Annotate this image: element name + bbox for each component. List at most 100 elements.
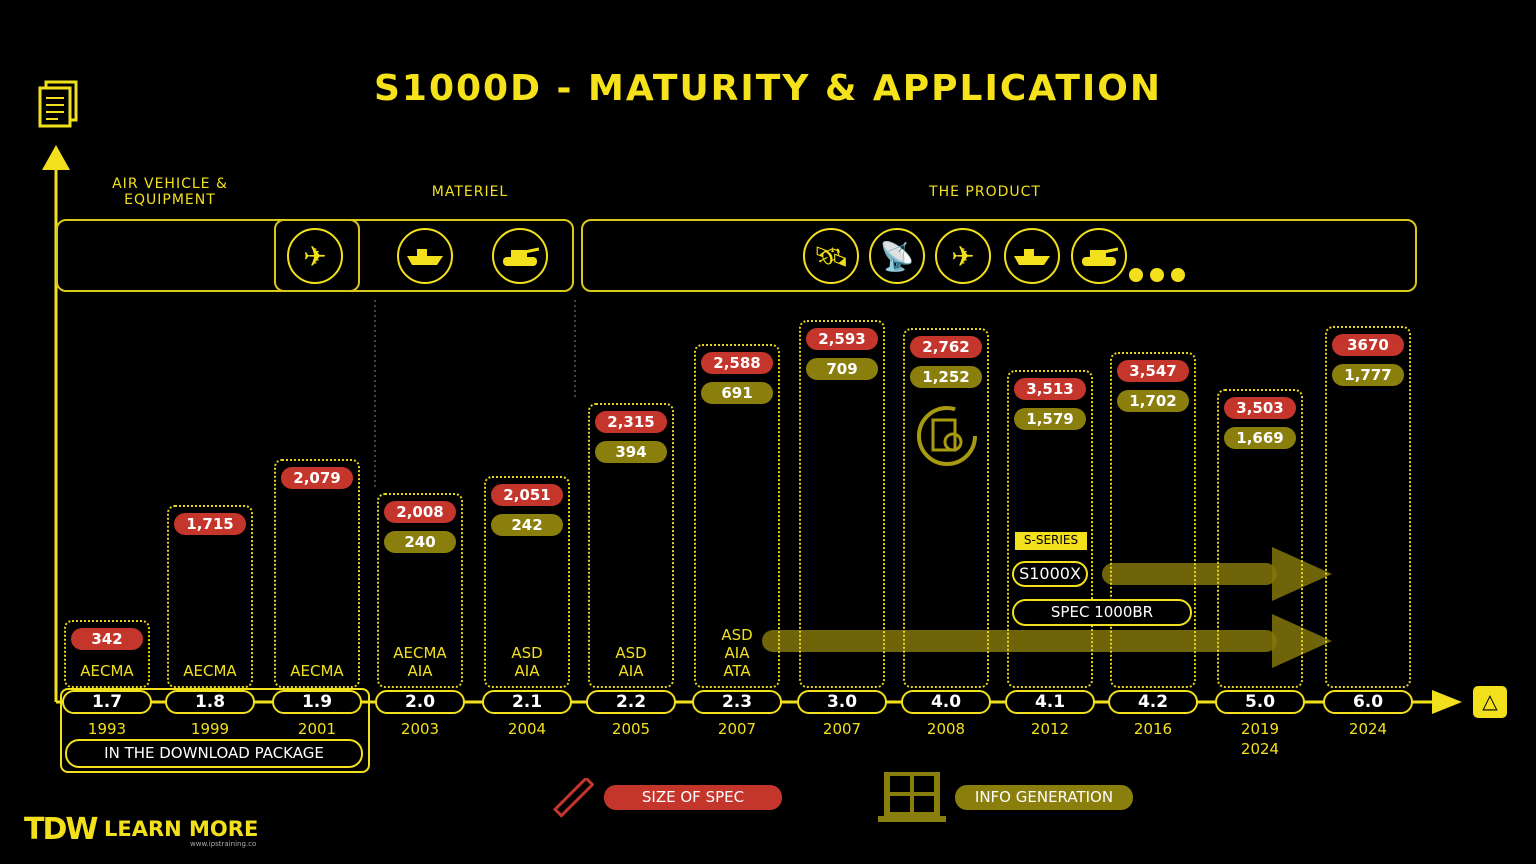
info-generation-badge: 1,669	[1224, 427, 1296, 449]
organization-label: ASD AIA	[511, 644, 543, 680]
ellipsis-icon	[1129, 268, 1185, 282]
website-url: www.ipstraining.co	[190, 840, 257, 848]
version-year: 2005	[611, 720, 651, 738]
version-pill[interactable]: 5.0	[1215, 690, 1305, 714]
spec-size-badge: 2,588	[701, 352, 773, 374]
info-generation-badge: 1,702	[1117, 390, 1189, 412]
content-generation-icon	[878, 772, 946, 822]
version-pill[interactable]: 4.0	[901, 690, 991, 714]
organization-label: AECMA	[80, 662, 134, 680]
s-series-logo: S-SERIES	[1015, 532, 1087, 550]
spec-size-badge: 2,008	[384, 501, 456, 523]
ruler-icon	[552, 778, 594, 818]
version-year: 2016	[1133, 720, 1173, 738]
info-generation-badge: 709	[806, 358, 878, 380]
category-materiel: MATERIEL	[431, 184, 509, 200]
version-pill[interactable]: 2.1	[482, 690, 572, 714]
info-generation-badge: 1,579	[1014, 408, 1086, 430]
organization-label: ASD AIA ATA	[721, 626, 753, 680]
legend-info-generation: INFO GENERATION	[955, 785, 1133, 810]
version-pill[interactable]: 1.8	[165, 690, 255, 714]
spec-size-badge: 3,513	[1014, 378, 1086, 400]
category-product: THE PRODUCT	[929, 184, 1041, 200]
version-year: 2019 2024	[1240, 720, 1280, 758]
info-generation-badge: 691	[701, 382, 773, 404]
version-column: 2,593 709	[799, 320, 885, 688]
airplane-icon: ✈	[935, 228, 991, 284]
learn-more-link[interactable]: LEARN MORE	[104, 817, 259, 841]
y-axis-arrow-icon	[42, 145, 70, 170]
document-review-icon	[917, 406, 977, 466]
spec-size-badge: 342	[71, 628, 143, 650]
spec-size-badge: 3,547	[1117, 360, 1189, 382]
organization-label: AECMA	[183, 662, 237, 680]
version-year: 1993	[87, 720, 127, 738]
ship-icon	[397, 228, 453, 284]
download-package-group	[60, 688, 370, 773]
delta-icon: △	[1473, 686, 1507, 718]
version-year: 2001	[297, 720, 337, 738]
version-pill[interactable]: 2.2	[586, 690, 676, 714]
version-year: 2003	[400, 720, 440, 738]
spec-size-badge: 2,079	[281, 467, 353, 489]
version-column: 3,547 1,702	[1110, 352, 1196, 688]
version-year: 1999	[190, 720, 230, 738]
spec-size-badge: 1,715	[174, 513, 246, 535]
organization-label: AECMA	[290, 662, 344, 680]
version-pill[interactable]: 6.0	[1323, 690, 1413, 714]
version-year: 2007	[822, 720, 862, 738]
info-generation-badge: 242	[491, 514, 563, 536]
version-pill[interactable]: 4.2	[1108, 690, 1198, 714]
radar-dish-icon: 📡	[869, 228, 925, 284]
tank-icon	[492, 228, 548, 284]
satellite-icon: 🛰	[803, 228, 859, 284]
version-pill[interactable]: 4.1	[1005, 690, 1095, 714]
tdw-logo[interactable]: TDW	[24, 812, 98, 847]
version-year: 2008	[926, 720, 966, 738]
organization-label: AECMA AIA	[393, 644, 447, 680]
version-column: 3,503 1,669	[1217, 389, 1303, 688]
document-icon	[38, 80, 78, 128]
version-pill[interactable]: 2.0	[375, 690, 465, 714]
spec-size-badge: 2,315	[595, 411, 667, 433]
spec-size-badge: 2,762	[910, 336, 982, 358]
info-generation-badge: 1,777	[1332, 364, 1404, 386]
download-package-label[interactable]: IN THE DOWNLOAD PACKAGE	[65, 739, 363, 768]
spec-size-badge: 2,051	[491, 484, 563, 506]
tank-icon	[1071, 228, 1127, 284]
spec-size-badge: 2,593	[806, 328, 878, 350]
version-column: 3,513 1,579	[1007, 370, 1093, 688]
version-pill[interactable]: 1.7	[62, 690, 152, 714]
x-axis-arrow-icon	[1432, 690, 1462, 714]
version-pill[interactable]: 2.3	[692, 690, 782, 714]
version-pill[interactable]: 3.0	[797, 690, 887, 714]
ship-icon	[1004, 228, 1060, 284]
page-title: S1000D - MATURITY & APPLICATION	[373, 68, 1163, 109]
organization-label: ASD AIA	[615, 644, 647, 680]
version-year: 2024	[1348, 720, 1388, 738]
spec1000br-label: SPEC 1000BR	[1012, 599, 1192, 626]
version-pill[interactable]: 1.9	[272, 690, 362, 714]
legend-size-of-spec: SIZE OF SPEC	[604, 785, 782, 810]
s1000x-label: S1000X	[1012, 561, 1088, 587]
version-column: 3670 1,777	[1325, 326, 1411, 688]
info-generation-badge: 240	[384, 531, 456, 553]
spec-size-badge: 3,503	[1224, 397, 1296, 419]
version-year: 2004	[507, 720, 547, 738]
version-year: 2007	[717, 720, 757, 738]
spec-size-badge: 3670	[1332, 334, 1404, 356]
product-panel	[581, 219, 1417, 292]
version-column: 2,762 1,252	[903, 328, 989, 688]
info-generation-badge: 394	[595, 441, 667, 463]
info-generation-badge: 1,252	[910, 366, 982, 388]
airplane-icon: ✈	[287, 228, 343, 284]
air-vehicle-highlight	[274, 219, 360, 292]
category-air-vehicle: AIR VEHICLE & EQUIPMENT	[112, 176, 228, 208]
